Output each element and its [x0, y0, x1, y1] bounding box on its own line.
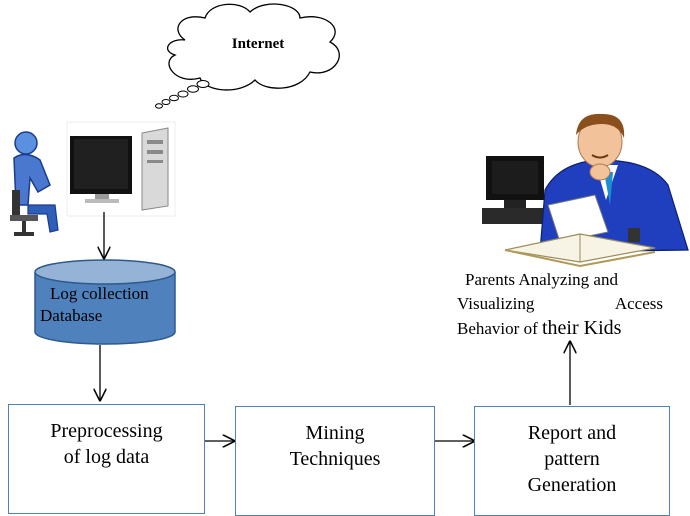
parents-caption-line2-left: Visualizing: [457, 294, 535, 313]
parents-caption: Parents Analyzing and Visualizing Access…: [457, 268, 663, 341]
preprocessing-line1: Preprocessing: [50, 420, 163, 442]
parents-caption-line3: Behavior of their Kids: [457, 316, 663, 341]
database-icon: [34, 259, 176, 345]
report-line3: Generation: [527, 474, 617, 496]
database-label-line1: Log collection: [50, 284, 149, 303]
report-box: Report and pattern Generation: [474, 406, 670, 516]
report-line1: Report and: [527, 422, 617, 444]
parents-caption-line3-a: Behavior of: [457, 319, 542, 338]
parents-caption-line2-right: Access: [614, 294, 663, 313]
mining-box: Mining Techniques: [235, 406, 435, 516]
parents-caption-line3-b: their Kids: [541, 317, 622, 339]
preprocessing-box: Preprocessing of log data: [8, 404, 205, 514]
parent-at-desk-icon: [482, 113, 689, 268]
mining-line2: Techniques: [289, 448, 381, 470]
database-label-line2: Database: [40, 306, 103, 325]
internet-cloud-icon: [155, 3, 340, 109]
user-figure-icon: [10, 131, 59, 236]
mining-line1: Mining: [305, 422, 365, 444]
database-label: Log collection Database: [40, 283, 149, 327]
parents-caption-line1: Parents Analyzing and: [465, 270, 618, 289]
report-line2: pattern: [544, 448, 600, 470]
computer-icon: [66, 121, 176, 217]
internet-label: Internet: [231, 36, 285, 52]
parents-caption-line2: Visualizing Access: [457, 292, 663, 316]
preprocessing-line2: of log data: [63, 446, 150, 468]
